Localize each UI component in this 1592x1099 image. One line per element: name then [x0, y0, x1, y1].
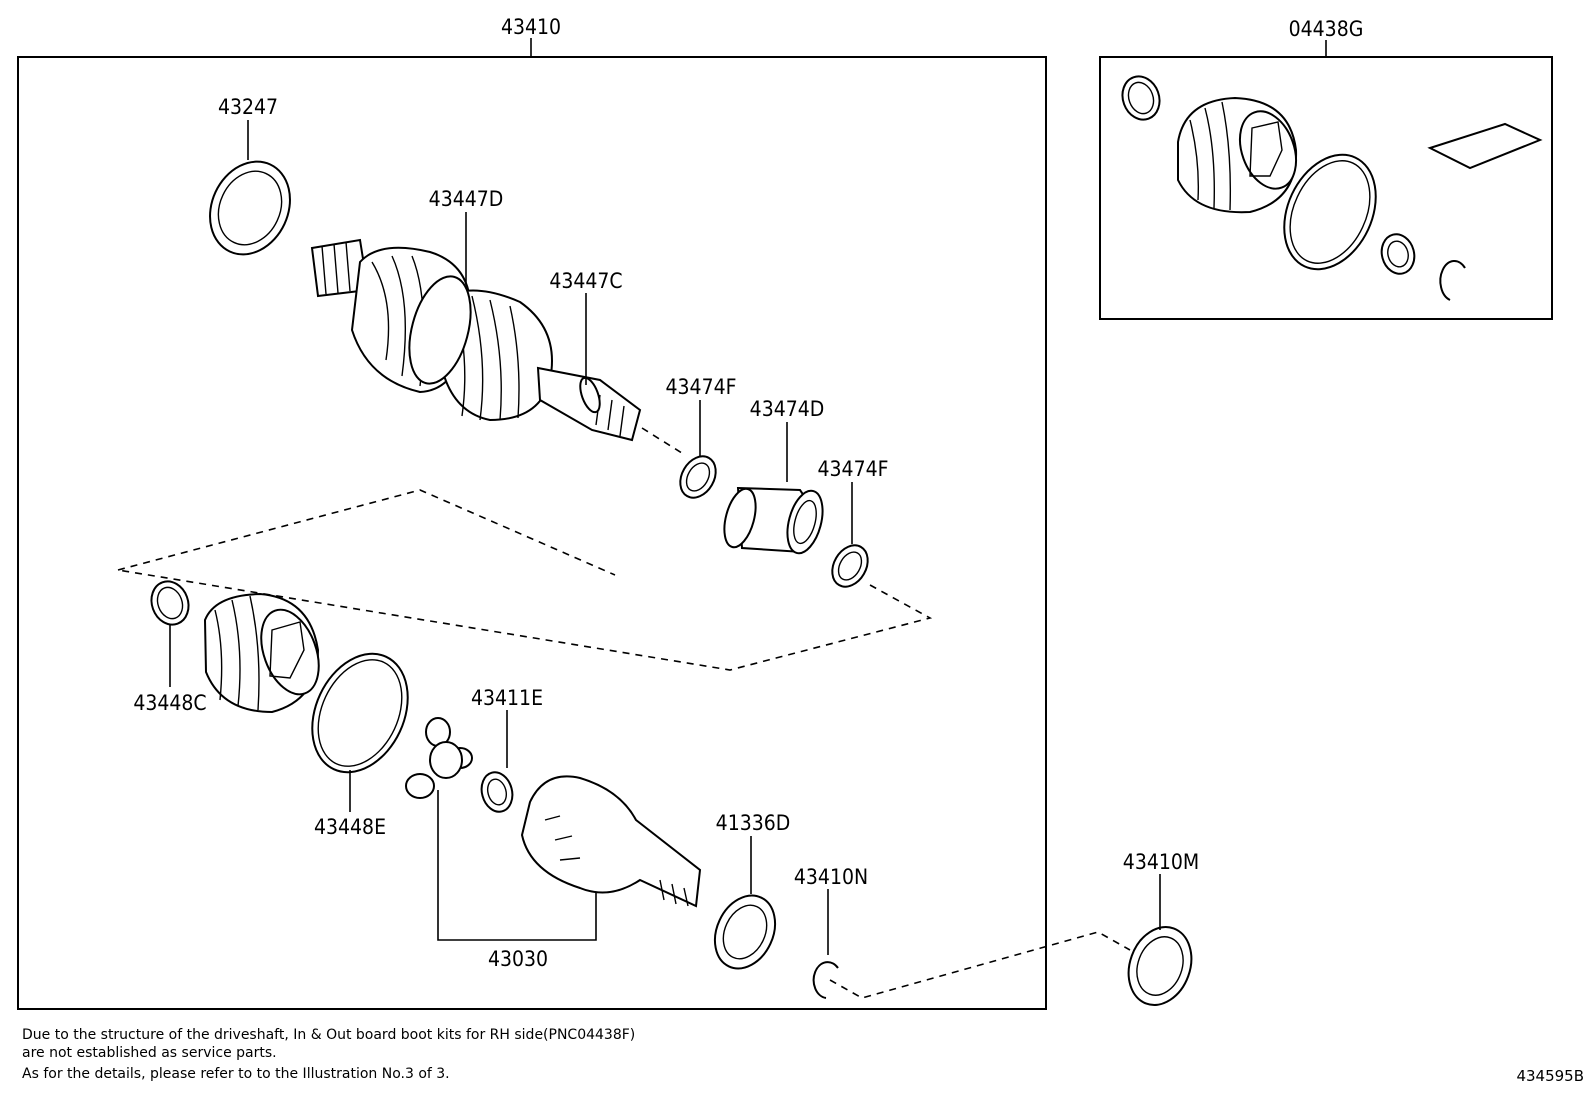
kit-clamp-small [1121, 75, 1161, 121]
tripod-joint [405, 717, 473, 799]
kit-clamp-large [1283, 153, 1377, 271]
part-43474F-lower-label[interactable]: 43474F [818, 457, 889, 481]
boot-kit-label[interactable]: 04438G [1289, 17, 1364, 41]
part-43447C-label[interactable]: 43447C [549, 269, 622, 293]
note-line-1: Due to the structure of the driveshaft, … [22, 1027, 636, 1043]
assembly-frame [17, 56, 1047, 1010]
inboard-boot-clamp-small [150, 580, 190, 626]
part-43410M-label[interactable]: 43410M [1123, 850, 1199, 874]
note-line-3: As for the details, please refer to to t… [22, 1066, 450, 1082]
assembly-label[interactable]: 43410 [501, 15, 561, 39]
kit-ring [1380, 233, 1416, 275]
oil-seal-41336D [713, 894, 777, 970]
kit-boot [1177, 96, 1298, 214]
kit-grease-packet [1427, 122, 1543, 170]
part-43410N-label[interactable]: 43410N [794, 865, 868, 889]
inboard-joint-housing [520, 775, 702, 908]
part-43447D-label[interactable]: 43447D [429, 187, 504, 211]
clamp-43474F-lower [831, 544, 869, 588]
snap-ring-43410N [812, 961, 839, 999]
part-43247-label[interactable]: 43247 [218, 95, 278, 119]
oil-seal-43410M [1127, 926, 1193, 1006]
part-43474D-label[interactable]: 43474D [750, 397, 825, 421]
part-43411E-label[interactable]: 43411E [471, 686, 543, 710]
dynamic-damper [723, 486, 824, 555]
snap-ring-43411E [480, 771, 514, 813]
dust-deflector-ring [209, 160, 291, 256]
part-41336D-label[interactable]: 41336D [716, 811, 791, 835]
link-dashed-43410M [829, 931, 1131, 999]
inboard-boot [203, 592, 320, 714]
illustration-id: 434595B [1516, 1067, 1584, 1085]
boot-assembly [408, 275, 553, 422]
relation-dashed-frame [117, 489, 933, 671]
clamp-43474F-upper [679, 455, 717, 499]
part-43474F-upper-label[interactable]: 43474F [666, 375, 737, 399]
inner-shaft [536, 366, 642, 442]
kit-snap-ring [1439, 260, 1466, 301]
note-line-2: are not established as service parts. [22, 1045, 277, 1061]
part-43030-label[interactable]: 43030 [488, 947, 548, 971]
inboard-boot-clamp-large [311, 652, 409, 774]
part-43448C-label[interactable]: 43448C [133, 691, 206, 715]
part-43448E-label[interactable]: 43448E [314, 815, 386, 839]
part-43030-bracket [437, 790, 597, 941]
